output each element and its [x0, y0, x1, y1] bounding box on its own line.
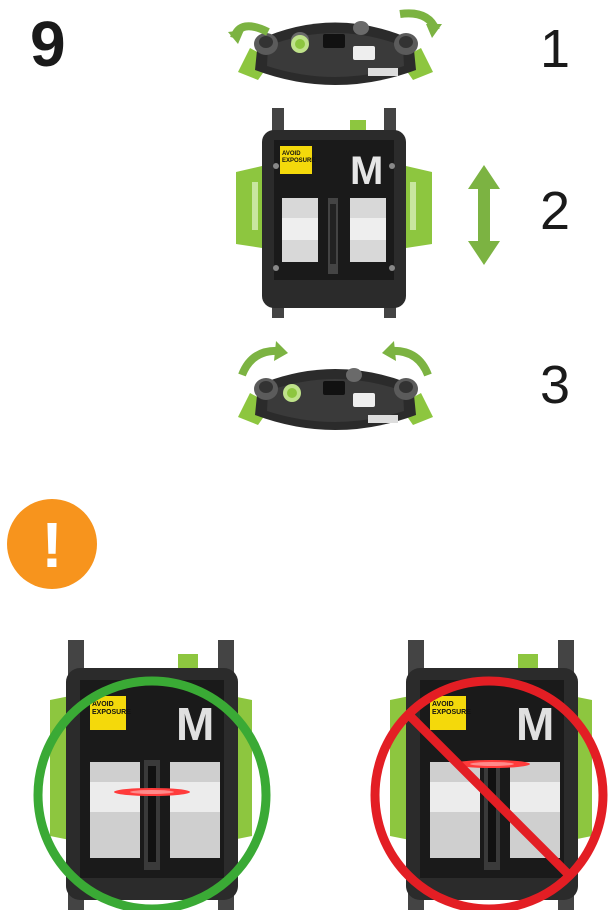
incorrect-alignment-example: AVOID EXPOSURE M [370, 640, 608, 910]
label-avoid: AVOID [92, 701, 114, 708]
label-exposure: EXPOSURE [432, 709, 471, 716]
device-top-view-rotate-out [228, 9, 442, 85]
mode-letter: M [176, 698, 214, 750]
substep-number-1: 1 [540, 19, 571, 79]
mode-letter: M [516, 698, 554, 750]
substep-number-3: 3 [540, 355, 571, 415]
label-avoid: AVOID [282, 151, 301, 157]
warning-glyph: ! [41, 509, 62, 581]
step-number: 9 [30, 8, 66, 80]
prohibited-icon [370, 676, 608, 910]
mode-letter: M [350, 149, 383, 193]
substep-number-2: 2 [540, 181, 571, 241]
label-exposure: EXPOSURE [92, 709, 131, 716]
device-front-view: AVOID EXPOSURE M [236, 108, 432, 318]
label-avoid: AVOID [432, 701, 454, 708]
up-down-arrow-icon [468, 165, 500, 265]
warning-icon: ! [7, 499, 97, 589]
circle-icon [33, 676, 271, 910]
label-exposure: EXPOSURE [282, 158, 315, 164]
correct-alignment-example: AVOID EXPOSURE M [33, 640, 271, 910]
device-top-view-rotate-in [238, 341, 433, 430]
